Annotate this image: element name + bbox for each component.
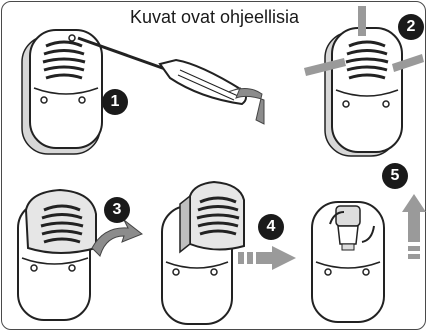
device-step-1 bbox=[22, 30, 102, 154]
device-step-3 bbox=[18, 190, 96, 320]
device-step-5 bbox=[312, 202, 384, 322]
step-badge-3: 3 bbox=[104, 197, 130, 223]
removal-arrow-top bbox=[358, 6, 366, 36]
up-arrow-step-5 bbox=[402, 194, 426, 259]
tilt-arrow-step-3 bbox=[92, 220, 142, 256]
device-step-4 bbox=[162, 182, 244, 324]
step-badge-2: 2 bbox=[398, 14, 424, 40]
step-badge-4: 4 bbox=[258, 214, 284, 240]
step-badge-1: 1 bbox=[102, 89, 128, 115]
step-badge-5: 5 bbox=[382, 163, 408, 189]
device-step-2 bbox=[325, 28, 402, 156]
slide-arrow-step-4 bbox=[238, 246, 296, 270]
